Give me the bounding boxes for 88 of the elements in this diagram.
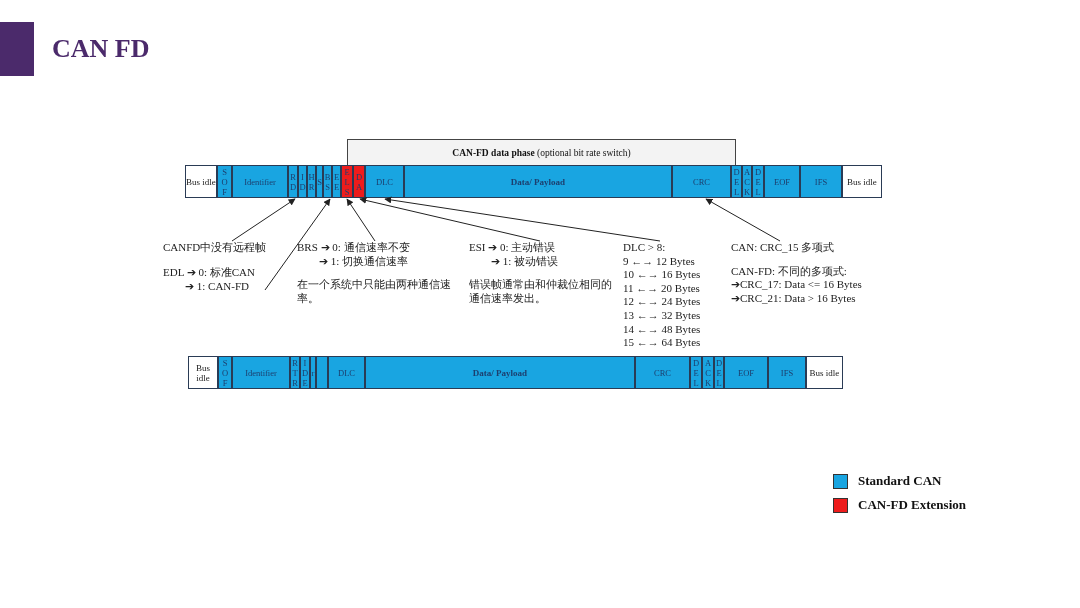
annotation-text: 13 ←→ 32 Bytes (623, 308, 702, 323)
field-label: Bus idle (186, 176, 216, 187)
leader-arrow (705, 198, 781, 242)
field-label: A C K (744, 166, 750, 197)
field-label: EOF (773, 176, 791, 187)
field-label: Data/ Payload (472, 367, 528, 378)
annotation-text: EDL ➔ 0: 标准CAN (163, 266, 256, 280)
annotation-text: 14 ←→ 48 Bytes (623, 322, 702, 337)
frame-field (310, 356, 316, 389)
field-label: r (311, 367, 315, 378)
field-label: A C K (705, 357, 711, 388)
field-label: Identifier (245, 367, 277, 378)
annotation-text: 11 ←→ 20 Bytes (623, 281, 701, 296)
field-label: D A (356, 171, 362, 192)
frame-field (316, 356, 328, 389)
annotation-text: ➔ 1: 切换通信速率 (318, 254, 410, 269)
frame-field (218, 356, 232, 389)
field-label: Bus idle (195, 362, 211, 383)
legend-label: CAN-FD Extension (858, 497, 966, 513)
field-label: R D (290, 171, 296, 192)
frame-field (232, 356, 290, 389)
field-label: D E L (755, 166, 761, 197)
frame-field (672, 165, 731, 198)
field-label: Data/ Payload (510, 176, 566, 187)
annotation-text: ESI ➔ 0: 主动错误 (469, 241, 557, 255)
frame-field (764, 165, 800, 198)
leader-arrow (264, 198, 331, 291)
annotation-text: BRS ➔ 0: 通信速率不变 (297, 241, 411, 255)
field-label: DLC (376, 176, 393, 187)
frame-field (404, 165, 672, 198)
field-label: IFS (814, 176, 828, 187)
field-label: H R (308, 171, 315, 192)
leader-arrow (346, 198, 376, 242)
annotation-text: CAN: CRC_15 多项式 (731, 241, 836, 255)
field-label: R T R (292, 357, 298, 388)
field-label: B S (324, 171, 331, 192)
frame-field (328, 356, 365, 389)
field-label: DLC (338, 367, 355, 378)
frame-field (188, 356, 218, 389)
slide-title: CAN FD (52, 34, 150, 64)
field-label: E E (333, 171, 340, 192)
legend-label: Standard CAN (858, 473, 942, 489)
frame-field (800, 165, 842, 198)
field-label: EOF (737, 367, 755, 378)
frame-field (842, 165, 882, 198)
frame-field (768, 356, 806, 389)
field-label: I D E (302, 357, 308, 388)
annotation-text: ➔CRC_21: Data > 16 Bytes (731, 291, 857, 306)
frame-field (217, 165, 232, 198)
leader-arrow (231, 198, 296, 242)
annotation-text: 12 ←→ 24 Bytes (623, 295, 702, 309)
annotation-text: ➔CRC_17: Data <= 16 Bytes (731, 278, 863, 292)
field-label: IFS (780, 367, 794, 378)
field-label: D E L (693, 357, 699, 388)
frame-field (365, 356, 635, 389)
field-label: E L S (344, 166, 350, 197)
frame-field (232, 165, 288, 198)
field-label: D E L (733, 166, 740, 197)
annotation-text: ➔ 1: 被动错误 (490, 254, 560, 269)
leader-arrow (359, 197, 541, 242)
field-label: CRC (654, 367, 671, 378)
frame-field (185, 165, 217, 198)
annotation-text: 在一个系统中只能由两种通信速率。 (297, 278, 452, 306)
box-heading: CAN-FD data phase (optional bit rate switch) (451, 148, 632, 158)
annotation-text: 错误帧通常由和仲裁位相同的通信速率发出。 (469, 278, 613, 306)
annotation-text: DLC > 8: (623, 241, 667, 255)
data-phase-box (347, 139, 736, 165)
frame-field (635, 356, 690, 389)
field-label: Bus idle (809, 367, 840, 378)
frame-field (353, 165, 365, 198)
field-label: S O F (221, 166, 228, 197)
annotation-text: ➔ 1: CAN-FD (184, 279, 250, 294)
field-label: Identifier (244, 176, 276, 187)
field-label: CRC (693, 176, 710, 187)
annotation-text: 10 ←→ 16 Bytes (623, 268, 702, 282)
frame-field (724, 356, 768, 389)
annotation-text: 9 ←→ 12 Bytes (623, 254, 696, 269)
annotation-text: 15 ←→ 64 Bytes (623, 336, 702, 350)
frame-field (365, 165, 404, 198)
field-label: D E L (716, 357, 722, 388)
field-label: Bus idle (847, 176, 877, 187)
leader-arrow (384, 196, 661, 242)
frame-field (806, 356, 843, 389)
annotation-text: CANFD中没有远程帧 (163, 241, 268, 255)
field-label: I D (299, 171, 306, 192)
annotation-text: CAN-FD: 不同的多项式: (731, 264, 848, 279)
field-label: S (317, 176, 322, 187)
field-label: S O F (222, 357, 228, 388)
